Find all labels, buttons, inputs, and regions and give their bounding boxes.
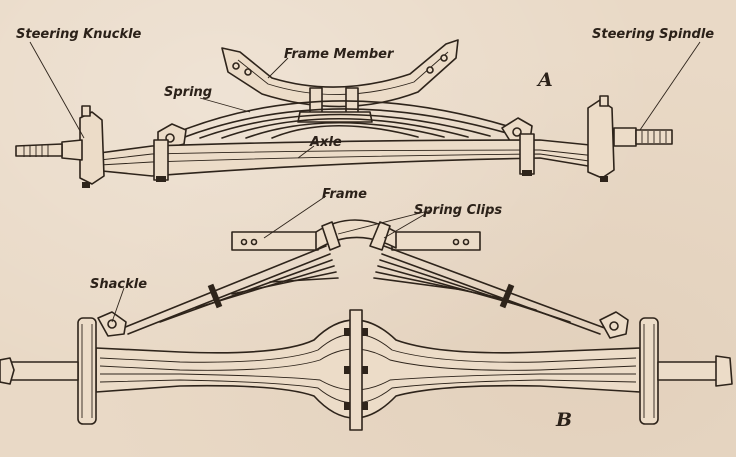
label-axle: Axle: [309, 135, 342, 150]
label-shackle: Shackle: [90, 277, 147, 292]
rear-left-drum: [0, 317, 97, 425]
figure-letter-b: B: [555, 409, 572, 431]
front-axle-beam: [91, 133, 601, 182]
rear-left-spring-part: [97, 245, 339, 337]
label-spring-clips: Spring Clips: [414, 203, 502, 218]
label-steering-knuckle: Steering Knuckle: [16, 27, 142, 42]
label-steering-spindle: Steering Spindle: [592, 27, 714, 42]
figure-letter-a: A: [536, 69, 553, 91]
label-frame-member: Frame Member: [284, 47, 395, 62]
rear-right-drum: [639, 317, 733, 425]
rear-axle-assembly: [0, 219, 733, 431]
leader-lines: [29, 41, 701, 323]
rear-axle-housing: [95, 309, 641, 431]
rear-right-spring-part: [373, 245, 629, 339]
front-axle-assembly: [15, 39, 673, 188]
left-steering-knuckle-part: [15, 105, 105, 188]
rear-frame-part: [231, 219, 481, 251]
right-steering-knuckle-part: [587, 95, 673, 182]
label-spring: Spring: [164, 85, 212, 100]
label-frame: Frame: [322, 187, 367, 202]
